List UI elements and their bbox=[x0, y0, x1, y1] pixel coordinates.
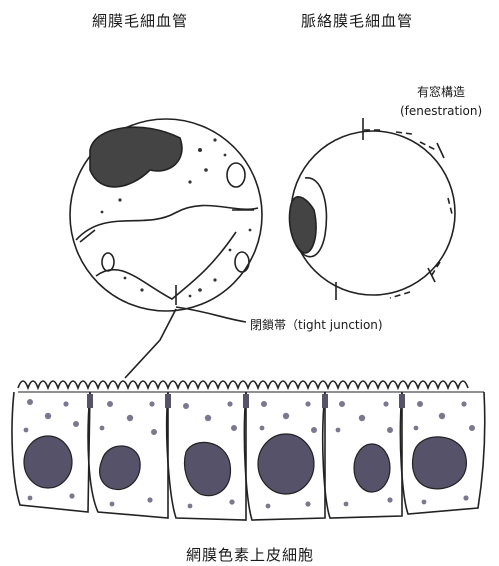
retinal-vesicle bbox=[235, 252, 249, 272]
rpe-nucleus bbox=[354, 444, 390, 492]
rpe-nucleus bbox=[413, 437, 467, 489]
rpe-nucleus bbox=[100, 446, 141, 490]
fenestrated-wall-segments bbox=[360, 130, 452, 298]
retinal-junction-arrow bbox=[80, 230, 95, 242]
rpe-apical-microvilli bbox=[18, 381, 468, 388]
rpe-junction-markers bbox=[87, 394, 405, 408]
tight-junction-leader bbox=[125, 309, 176, 378]
rpe-nucleus bbox=[24, 436, 72, 488]
rpe-pigment-granules bbox=[24, 399, 475, 508]
rpe-nucleus bbox=[258, 434, 314, 494]
retinal-endothelial-nucleus bbox=[90, 127, 182, 187]
retinal-vesicle bbox=[102, 253, 114, 271]
retinal-lumen-upper-edge bbox=[76, 205, 258, 240]
retinal-vesicle bbox=[227, 163, 245, 187]
rpe-nucleus bbox=[185, 442, 231, 495]
retinal-lumen-lower-edge bbox=[96, 232, 236, 299]
fenestration-arrow bbox=[437, 143, 444, 158]
choroidal-endothelial-nucleus bbox=[290, 197, 317, 253]
choroidal-capillary-wall bbox=[291, 131, 455, 295]
tight-junction-leader bbox=[176, 307, 246, 322]
